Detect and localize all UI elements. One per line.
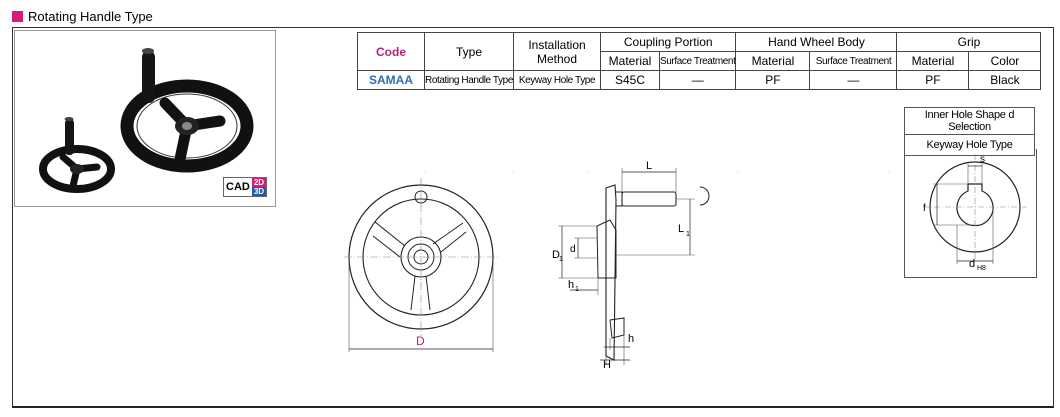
dim-h-label: h <box>628 333 634 345</box>
header-grip-material: Material <box>896 51 970 71</box>
table-row: SAMAA Rotating Handle Type Keyway Hole T… <box>357 70 1042 90</box>
cell-wheel-surface: — <box>809 70 898 90</box>
section-title: Rotating Handle Type <box>28 9 153 24</box>
front-view-drawing: D <box>344 178 500 352</box>
cad-badge[interactable]: CAD 2D 3D <box>223 177 268 197</box>
section-heading: Rotating Handle Type <box>12 9 153 24</box>
spec-table: Code Type Installation Method Coupling P… <box>357 32 1042 90</box>
inner-hole-table: Inner Hole Shape d Selection Keyway Hole… <box>904 107 1035 156</box>
dim-D1-label: D <box>552 249 560 261</box>
keyway-hole-drawing: s f d H8 <box>923 154 1027 272</box>
header-installation: Installation Method <box>513 32 601 71</box>
dim-h1-sub-label: 1 <box>575 286 579 293</box>
dim-d-side-label: d <box>570 244 576 255</box>
dim-H-label: H <box>603 359 611 370</box>
header-hand-wheel: Hand Wheel Body <box>735 32 898 52</box>
dot-marker: · <box>737 170 739 176</box>
cell-grip-color: Black <box>968 70 1042 90</box>
cell-type: Rotating Handle Type <box>424 70 514 90</box>
header-code: Code <box>357 32 425 71</box>
header-installation-line1: Installation <box>528 37 586 52</box>
dim-L-label: L <box>646 160 652 172</box>
cell-wheel-material: PF <box>735 70 811 90</box>
dim-L1-sub-label: 1 <box>686 231 690 238</box>
dim-D1-sub-label: 1 <box>559 256 563 263</box>
cad-3d-badge: 3D <box>251 187 267 196</box>
dim-L1-label: L <box>678 223 684 235</box>
header-installation-line2: Method <box>536 51 578 66</box>
keyway-hole-figure: s f d H8 <box>904 149 1037 278</box>
header-wheel-material: Material <box>735 51 811 71</box>
header-type: Type <box>424 32 514 71</box>
bullet-square-icon <box>12 11 23 22</box>
cad-2d-badge: 2D <box>251 178 267 187</box>
inner-hole-subtitle: Keyway Hole Type <box>904 134 1035 156</box>
cell-coupling-material: S45C <box>600 70 660 90</box>
header-coupling: Coupling Portion <box>599 32 737 52</box>
header-grip-color: Color <box>968 51 1042 71</box>
dim-D-label: D <box>416 334 425 348</box>
dot-marker: · <box>586 170 588 176</box>
header-coupling-surface: Surface Treatment <box>658 51 737 71</box>
cad-label: CAD <box>226 181 250 193</box>
dim-d-label: d <box>969 258 975 270</box>
dim-s-label: s <box>980 154 985 165</box>
content-frame <box>12 27 1054 408</box>
cell-code[interactable]: SAMAA <box>357 70 425 90</box>
dim-h1-label: h <box>568 279 574 291</box>
dim-d-sub-label: H8 <box>977 265 986 272</box>
header-coupling-material: Material <box>600 51 660 71</box>
header-grip: Grip <box>896 32 1042 52</box>
cell-installation: Keyway Hole Type <box>513 70 601 90</box>
side-view-drawing: L L 1 D 1 d h 1 h H <box>552 160 710 370</box>
header-wheel-surface: Surface Treatment <box>809 51 898 71</box>
dot-marker: · <box>512 170 514 176</box>
cell-coupling-surface: — <box>658 70 737 90</box>
dot-marker: · <box>888 170 890 176</box>
dot-marker: · <box>424 170 426 176</box>
inner-hole-title: Inner Hole Shape d Selection <box>904 107 1035 135</box>
cell-grip-material: PF <box>896 70 970 90</box>
dim-f-label: f <box>923 203 926 214</box>
handwheel-photo-image <box>39 48 254 193</box>
